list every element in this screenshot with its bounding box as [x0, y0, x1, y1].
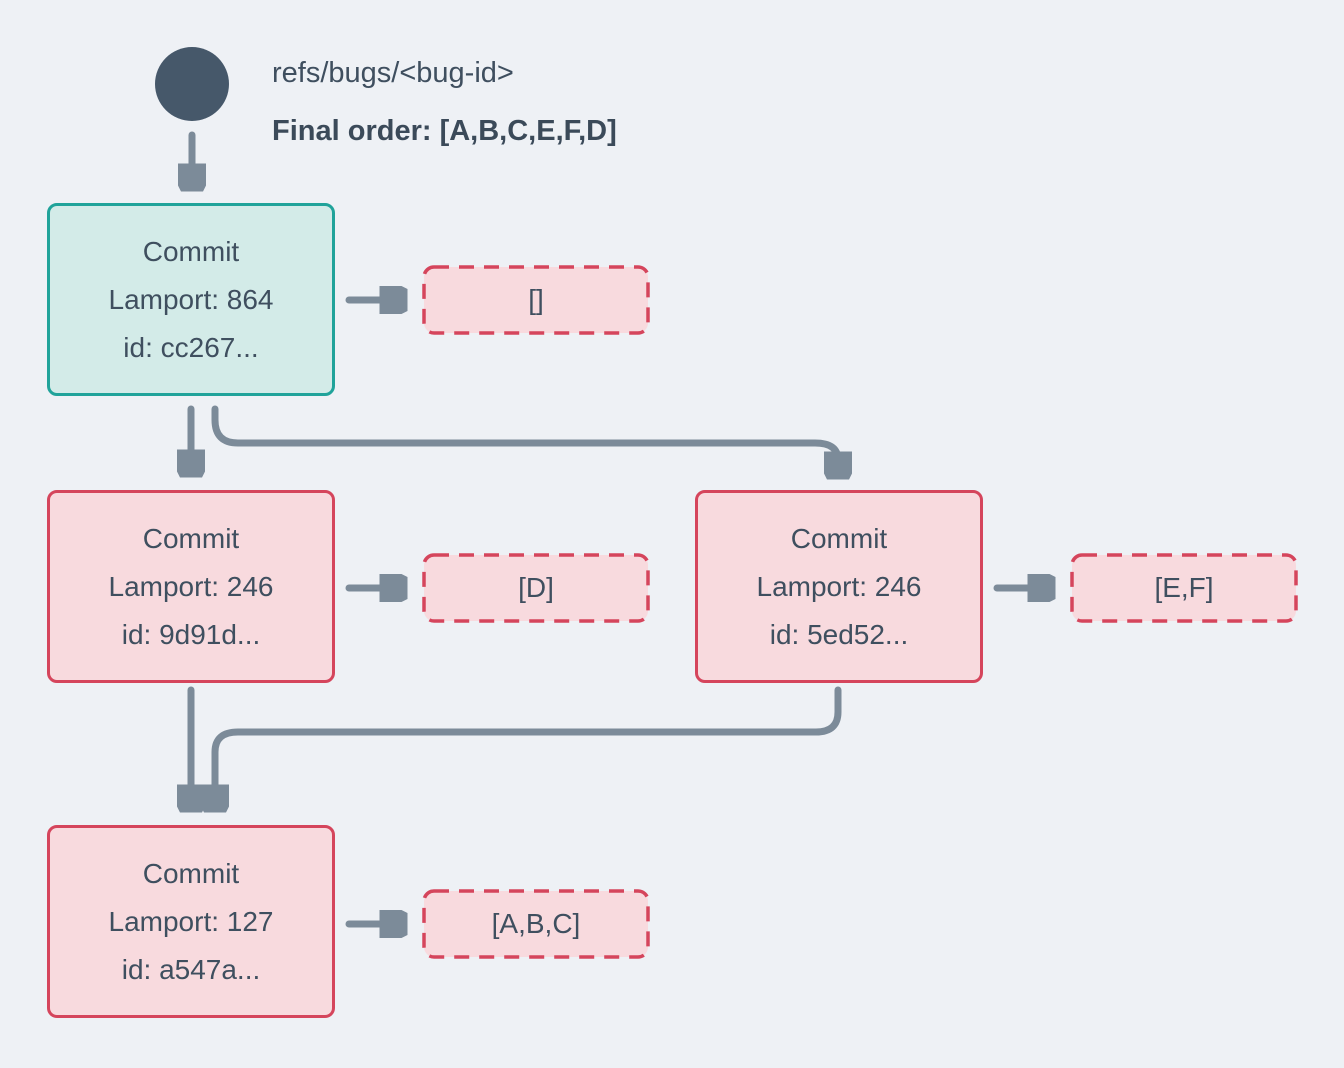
- commit-lamport: Lamport: 127: [108, 905, 274, 937]
- commit-node-a547a: Commit Lamport: 127 id: a547a...: [47, 825, 335, 1018]
- dashed-border: [1070, 553, 1298, 623]
- commit-id: id: cc267...: [123, 331, 259, 363]
- arrow-head-to-right-commit: [211, 405, 838, 460]
- commit-title: Commit: [142, 235, 240, 267]
- ref-name-label: refs/bugs/<bug-id>: [272, 57, 514, 89]
- operations-label: [A,B,C]: [491, 908, 581, 939]
- dashed-border: [422, 889, 650, 959]
- dashed-border: [422, 553, 650, 623]
- operations-label: [D]: [518, 572, 554, 603]
- operations-box-9d91d: [D]: [422, 553, 650, 623]
- commit-id: id: a547a...: [121, 953, 261, 985]
- commit-node-9d91d: Commit Lamport: 246 id: 9d91d...: [47, 490, 335, 683]
- ref-node-icon: [155, 47, 229, 121]
- commit-title: Commit: [142, 857, 240, 889]
- commit-id: id: 5ed52...: [769, 618, 909, 650]
- operations-label: []: [528, 284, 544, 315]
- operations-box-5ed52: [E,F]: [1070, 553, 1298, 623]
- commit-node-cc267: Commit Lamport: 864 id: cc267...: [47, 203, 335, 396]
- commit-lamport: Lamport: 246: [756, 570, 922, 602]
- final-order-label: Final order: [A,B,C,E,F,D]: [272, 115, 617, 147]
- commit-lamport: Lamport: 864: [108, 283, 274, 315]
- commit-id: id: 9d91d...: [121, 618, 261, 650]
- operations-box-a547a: [A,B,C]: [422, 889, 650, 959]
- commit-node-5ed52: Commit Lamport: 246 id: 5ed52...: [695, 490, 983, 683]
- commit-title: Commit: [790, 522, 888, 554]
- dashed-border: [422, 265, 650, 335]
- operations-label: [E,F]: [1154, 572, 1214, 603]
- arrow-right-commit-to-bottom-commit: [215, 686, 842, 793]
- commit-lamport: Lamport: 246: [108, 570, 274, 602]
- commit-title: Commit: [142, 522, 240, 554]
- operations-box-cc267: []: [422, 265, 650, 335]
